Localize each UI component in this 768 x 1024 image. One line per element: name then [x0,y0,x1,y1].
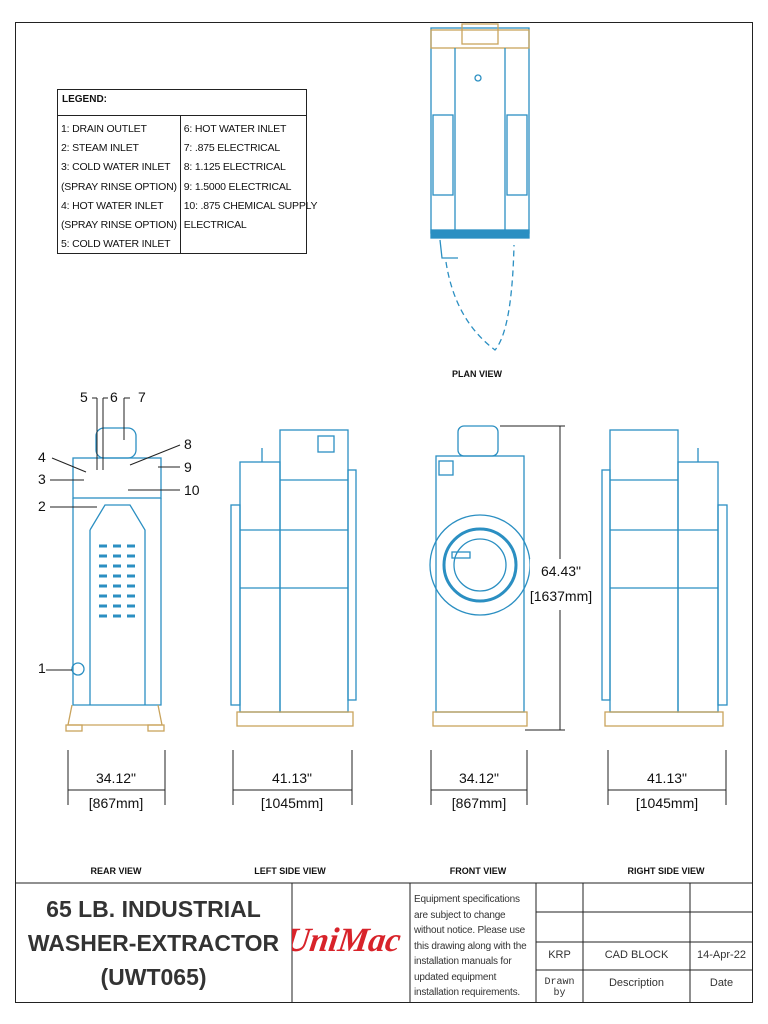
dimension-mm: [867mm] [451,795,507,811]
front-view-drawing [429,425,565,731]
legend-table: LEGEND: 1: DRAIN OUTLET 2: STEAM INLET 3… [57,89,318,254]
callout-1: 1 [38,660,46,676]
callout-7: 7 [138,389,146,405]
description-value: CAD BLOCK [604,949,669,961]
right-side-view-drawing [601,429,728,727]
dimension-mm: [1045mm] [260,795,324,811]
title-line: (UWT065) [100,964,207,990]
rear-width-dimension: 34.12" [867mm] [89,766,143,816]
unimac-logo: UniMac [292,922,403,959]
height-dimension: 64.43" [1637mm] [529,559,593,609]
title-line: 65 LB. INDUSTRIAL [46,896,261,922]
plan-view-drawing [430,23,530,351]
legend-right-column: 6: HOT WATER INLET 7: .875 ELECTRICAL 8:… [181,116,321,253]
title-block: 65 LB. INDUSTRIAL WASHER-EXTRACTOR (UWT0… [15,883,753,1003]
left-side-view-drawing [230,429,357,727]
front-width-dimension: 34.12" [867mm] [452,766,506,816]
legend-item: 5: COLD WATER INLET [61,238,171,251]
drawing-title: 65 LB. INDUSTRIAL WASHER-EXTRACTOR (UWT0… [15,883,292,1003]
drawn-by-label: Drawn by [544,977,575,999]
dimension-inches: 41.13" [271,770,312,786]
dimension-inches: 34.12" [458,770,499,786]
right-side-view-label: RIGHT SIDE VIEW [627,866,705,876]
dimension-inches: 64.43" [540,563,581,579]
legend-item: 4: HOT WATER INLET [61,199,164,212]
legend-item: 7: .875 ELECTRICAL [183,142,280,155]
dimension-lines [67,750,727,805]
legend-item: 9: 1.5000 ELECTRICAL [183,180,292,193]
svg-text:UniMac: UniMac [292,922,403,959]
callout-4: 4 [38,449,46,465]
legend-left-column: 1: DRAIN OUTLET 2: STEAM INLET 3: COLD W… [58,116,181,253]
left-depth-dimension: 41.13" [1045mm] [261,766,323,816]
legend-item: 1: DRAIN OUTLET [61,123,147,135]
legend-item: 10: .875 CHEMICAL SUPPLY [183,199,318,212]
right-depth-dimension: 41.13" [1045mm] [636,766,698,816]
dimension-mm: [1637mm] [529,588,593,604]
front-view-label: FRONT VIEW [449,866,507,876]
legend-item: 2: STEAM INLET [61,142,139,155]
rear-vent-grille [99,544,135,618]
rear-view-label: REAR VIEW [90,866,142,876]
legend-item: 8: 1.125 ELECTRICAL [183,161,286,174]
dimension-mm: [867mm] [88,795,144,811]
disclaimer-notes: Equipment specifications are subject to … [414,894,527,998]
title-block-grid [15,882,753,1003]
dimension-inches: 41.13" [646,770,687,786]
legend-item: 6: HOT WATER INLET [183,123,287,135]
title-line: WASHER-EXTRACTOR [27,930,280,956]
dimension-inches: 34.12" [95,770,136,786]
callout-9: 9 [184,459,192,475]
dimension-mm: [1045mm] [635,795,699,811]
date-label: Date [709,977,734,989]
callout-2: 2 [38,498,46,514]
callout-10: 10 [184,482,200,498]
rear-view-drawing [46,397,181,732]
legend-item: (SPRAY RINSE OPTION) [61,219,177,232]
callout-5: 5 [80,389,88,405]
plan-view-label: PLAN VIEW [451,369,503,379]
drawing-border [15,22,753,1003]
callout-8: 8 [184,436,192,452]
description-label: Description [608,977,665,989]
left-side-view-label: LEFT SIDE VIEW [254,866,326,876]
callout-6: 6 [110,389,118,405]
legend-item: (SPRAY RINSE OPTION) [61,180,177,193]
callout-3: 3 [38,471,46,487]
legend-title: LEGEND: [58,90,306,116]
drawn-by-value: KRP [548,949,571,961]
legend-item: 3: COLD WATER INLET [61,161,171,174]
legend-item: ELECTRICAL [183,219,247,232]
date-value: 14-Apr-22 [697,949,746,961]
